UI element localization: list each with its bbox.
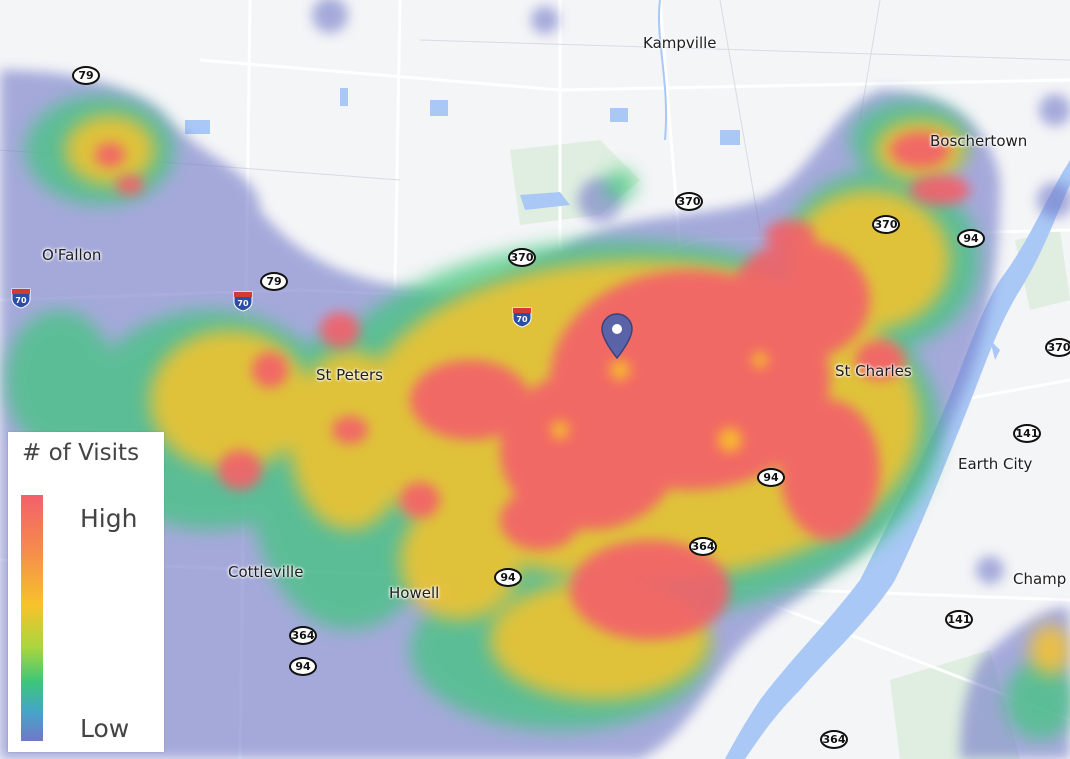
route-shield: 370: [1045, 338, 1070, 357]
legend-low-label: Low: [80, 714, 130, 743]
place-howell: Howell: [389, 584, 440, 602]
place-boschertown: Boschertown: [930, 132, 1028, 150]
route-shield: 364: [820, 730, 848, 749]
place-earth-city: Earth City: [958, 455, 1033, 473]
place-champ: Champ: [1013, 570, 1067, 588]
route-shield: 364: [689, 537, 717, 556]
route-shield: 364: [289, 626, 317, 645]
route-shield: 370: [508, 248, 536, 267]
route-shield: 79: [260, 272, 288, 291]
map-pin-icon[interactable]: [601, 313, 633, 360]
route-shield: 370: [872, 215, 900, 234]
place-st-charles: St Charles: [835, 362, 912, 380]
legend-high-label: High: [80, 504, 138, 533]
interstate-70-shield: 70: [10, 287, 32, 309]
route-shield: 94: [494, 568, 522, 587]
interstate-70-shield: 70: [232, 290, 254, 312]
route-shield: 94: [757, 468, 785, 487]
place-st-peters: St Peters: [316, 366, 384, 384]
legend-title: # of Visits: [22, 440, 140, 466]
place-ofallon: O'Fallon: [42, 246, 102, 264]
heatmap-legend: # of Visits High Low: [8, 432, 164, 752]
interstate-label: 70: [237, 299, 249, 308]
route-shield: 79: [72, 66, 100, 85]
legend-color-scale: [21, 495, 43, 741]
route-shield: 370: [675, 192, 703, 211]
route-shield: 141: [1013, 424, 1041, 443]
interstate-70-shield: 70: [511, 306, 533, 328]
route-shield: 141: [945, 610, 973, 629]
route-shield: 94: [957, 229, 985, 248]
interstate-label: 70: [15, 296, 27, 305]
route-shield: 94: [289, 657, 317, 676]
place-kampville: Kampville: [643, 34, 717, 52]
place-cottleville: Cottleville: [228, 563, 304, 581]
interstate-label: 70: [516, 315, 528, 324]
